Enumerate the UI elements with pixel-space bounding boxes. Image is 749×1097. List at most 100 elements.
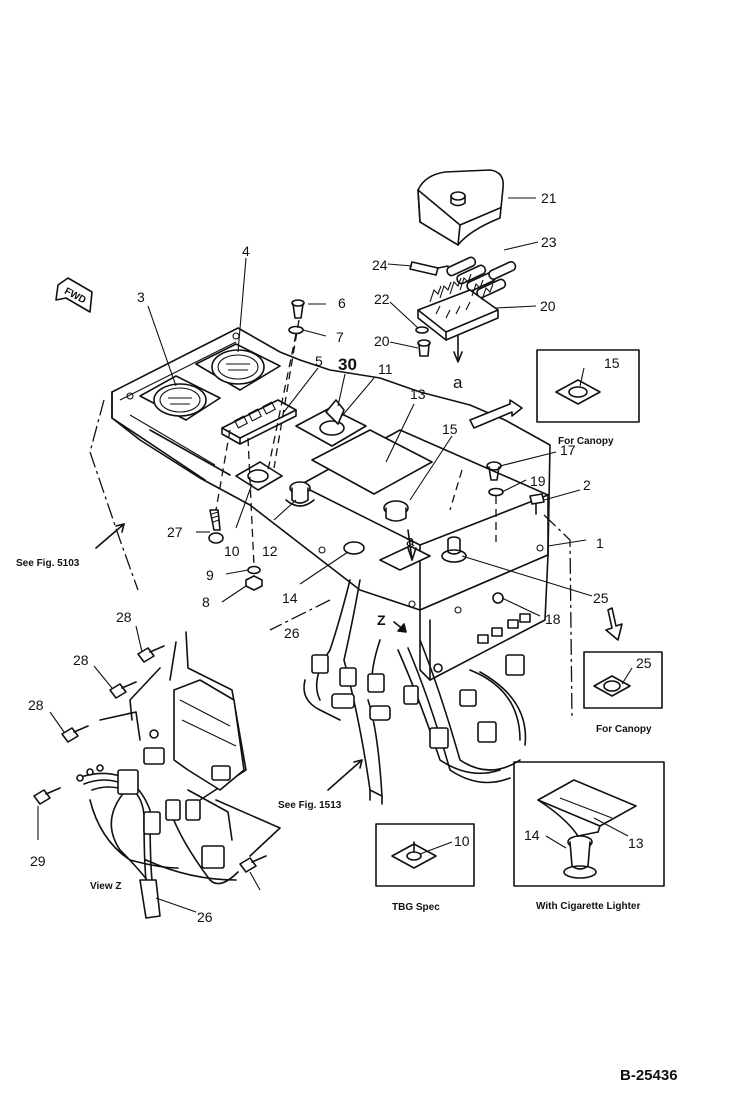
callout-10: 10	[224, 543, 240, 559]
washer-8	[245, 575, 263, 591]
callout-28-c: 28	[28, 697, 44, 713]
callout-10-inset: 10	[454, 833, 470, 849]
washer-7	[288, 325, 304, 335]
bolt-28-c	[61, 725, 89, 743]
leader-see-fig-1513	[327, 759, 363, 791]
hole-14	[343, 541, 431, 571]
callout-15: 15	[442, 421, 458, 437]
callout-26-view-z: 26	[197, 909, 213, 925]
drawing-reference: B-25436	[620, 1067, 678, 1084]
callout-28-a: 28	[116, 609, 132, 625]
callout-4: 4	[242, 243, 250, 259]
bolt-29	[239, 855, 267, 873]
callout-23: 23	[541, 234, 557, 250]
washer-19	[488, 487, 504, 497]
callout-30: 30	[338, 355, 357, 374]
callout-25: 25	[593, 590, 609, 606]
view-z-arrowhead	[397, 623, 407, 633]
forward-direction-badge: FWD	[55, 277, 93, 313]
callout-5: 5	[315, 353, 323, 369]
callout-15-inset: 15	[604, 355, 620, 371]
callout-17: 17	[560, 442, 576, 458]
fuse-base	[417, 273, 499, 363]
inset-for-canopy-15	[536, 349, 640, 423]
inset-tbg-spec	[375, 823, 475, 887]
switch-25-on-panel	[441, 536, 467, 563]
section-a-top: a	[453, 373, 463, 392]
inset-with-cigarette-lighter	[513, 761, 665, 887]
leader-see-fig-1513-head	[353, 759, 363, 769]
screw-17	[486, 461, 502, 481]
plug-15-on-panel	[383, 500, 409, 522]
caption-with-cigarette-lighter: With Cigarette Lighter	[536, 901, 640, 912]
dashed-guide-27	[215, 429, 231, 511]
callout-27: 27	[167, 524, 183, 540]
callout-26: 26	[284, 625, 300, 641]
fuses	[446, 256, 517, 299]
blank-plate-13	[311, 429, 433, 495]
leader-lines	[37, 197, 633, 913]
leader-see-fig-5103	[95, 523, 125, 549]
centre-line-right	[543, 514, 573, 721]
caption-for-canopy-1: For Canopy	[558, 436, 614, 447]
dashed-guide-9	[247, 437, 255, 567]
centre-line-26	[269, 599, 331, 631]
callout-13-inset: 13	[628, 835, 644, 851]
callout-3: 3	[137, 289, 145, 305]
callout-8: 8	[202, 594, 210, 610]
canopy-arrow-15	[469, 399, 523, 429]
caption-for-canopy-2: For Canopy	[596, 724, 652, 735]
bolt-28-a	[137, 645, 165, 663]
callout-14: 14	[282, 590, 298, 606]
gauge-4	[195, 343, 281, 391]
bolt-28-d	[33, 787, 61, 805]
screw-21	[417, 339, 431, 357]
callout-25-inset: 25	[636, 655, 652, 671]
view-z-assembly	[76, 631, 281, 919]
leader-see-fig-5103-head	[115, 523, 125, 533]
callout-18: 18	[545, 611, 561, 627]
callout-labels: 21 23 24 20 22 20 a 6 7 3 4 5 30 11 13 1…	[16, 190, 678, 1084]
callout-22: 22	[374, 291, 390, 307]
gauge-3	[139, 375, 221, 421]
caption-tbg-spec: TBG Spec	[392, 902, 440, 913]
bolt-2	[529, 493, 545, 515]
callout-19: 19	[530, 473, 546, 489]
callout-28-d: 29	[30, 853, 46, 869]
callout-2: 2	[583, 477, 591, 493]
callout-14-inset: 14	[524, 827, 540, 843]
bolt-28-b	[109, 681, 137, 699]
screw-6	[291, 299, 305, 319]
caption-see-fig-5103: See Fig. 5103	[16, 558, 80, 569]
callout-11: 11	[378, 361, 393, 377]
plug-10	[235, 461, 283, 491]
callout-21: 20	[374, 333, 390, 349]
callout-24: 24	[372, 257, 388, 273]
lighter-12	[285, 481, 315, 507]
wiring-harness	[303, 579, 527, 805]
nut-9	[247, 565, 261, 575]
caption-see-fig-1513: See Fig. 1513	[278, 800, 342, 811]
view-z-marker: Z	[377, 612, 386, 628]
callout-9: 9	[206, 567, 214, 583]
callout-12: 12	[262, 543, 278, 559]
callout-13: 13	[410, 386, 426, 402]
callout-20-lower: 20	[540, 298, 556, 314]
fuse-box-cover	[417, 169, 505, 246]
callout-20-top: 21	[541, 190, 557, 206]
switch-panel-5	[221, 399, 297, 445]
arrow-a-line	[407, 529, 413, 561]
fuse-puller	[409, 261, 449, 276]
section-a-lower: a	[406, 533, 415, 550]
callout-1: 1	[596, 535, 604, 551]
arrow-a-head	[407, 547, 417, 561]
caption-view-z: View Z	[90, 881, 122, 892]
callout-7: 7	[336, 329, 344, 345]
screw-27	[208, 509, 224, 544]
callout-28-b: 28	[73, 652, 89, 668]
dashed-guide-15	[449, 469, 463, 511]
washer-22	[415, 326, 429, 334]
key-switch	[295, 399, 367, 447]
canopy-arrow-25	[605, 607, 623, 641]
